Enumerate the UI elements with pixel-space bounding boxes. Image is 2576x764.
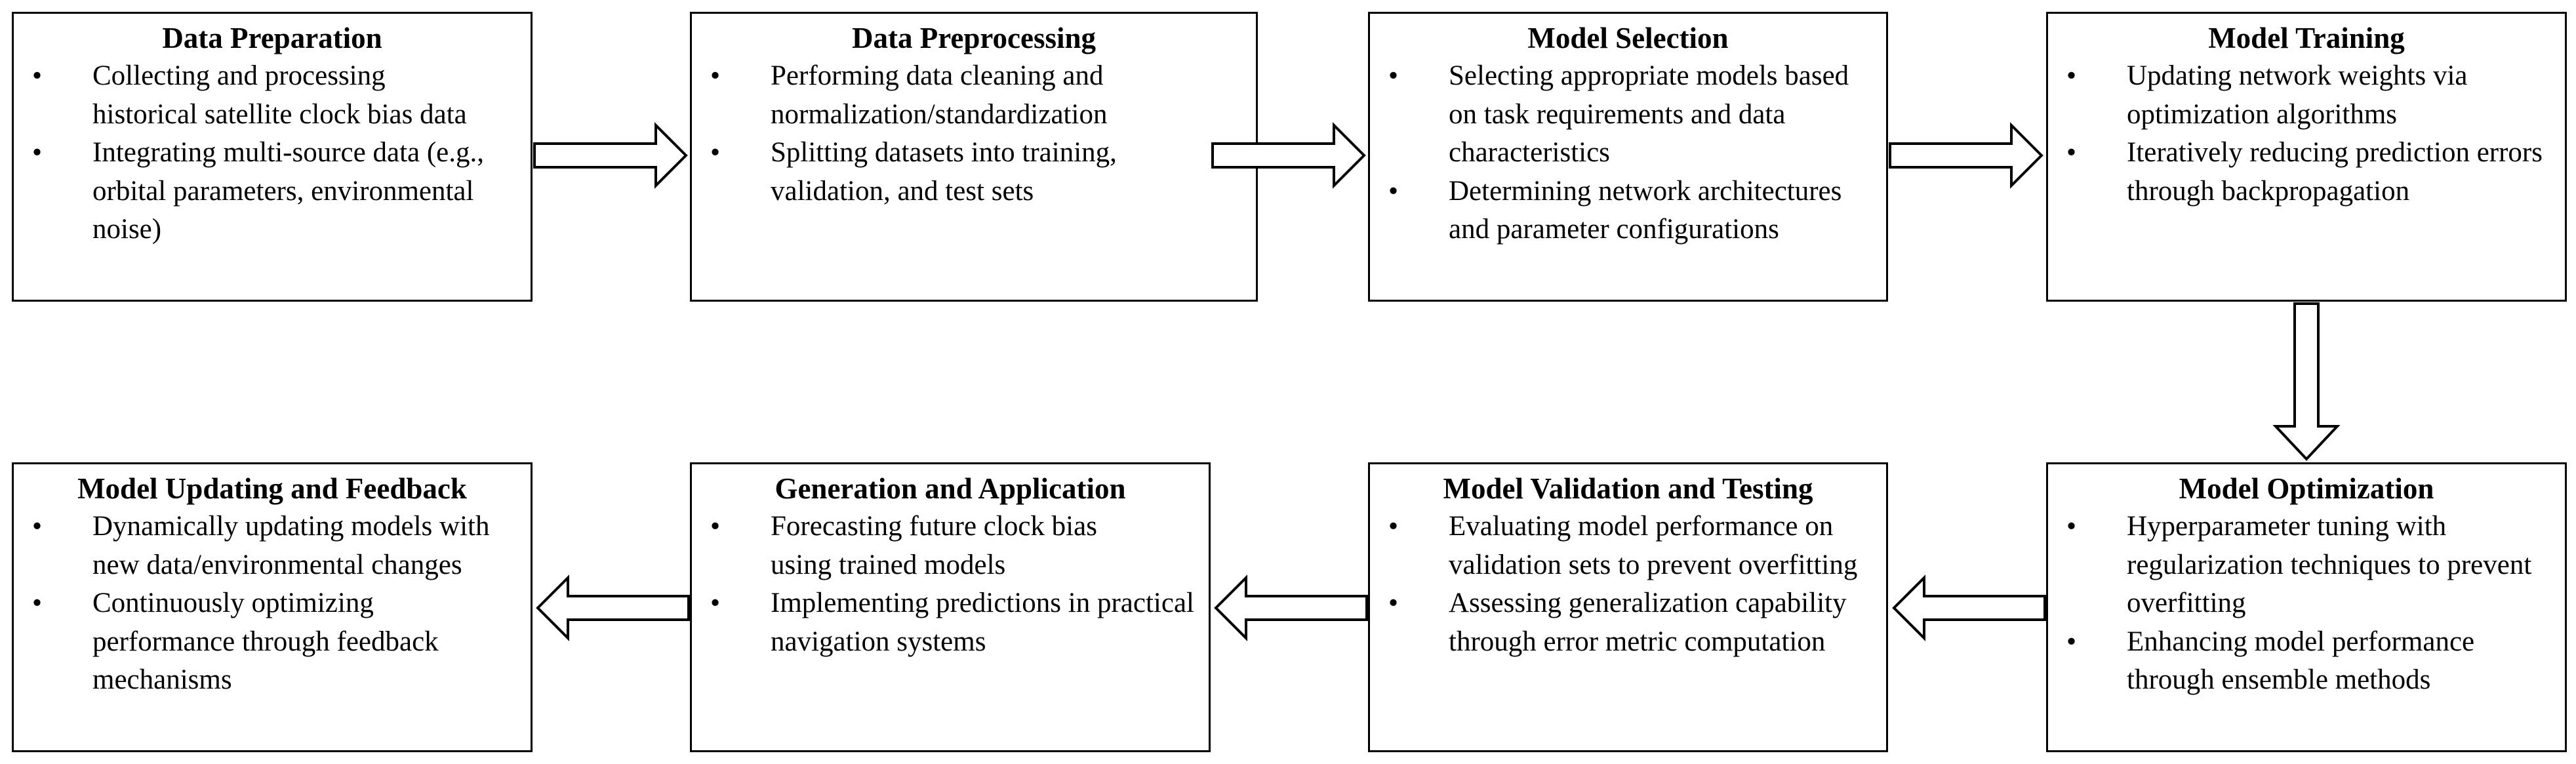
box-model-training: Model Training Updating network weights … — [2046, 12, 2567, 302]
box-title: Model Training — [2208, 22, 2405, 54]
bullet-item: Assessing generalization capability thro… — [1383, 584, 1873, 661]
bullet-item: Implementing predictions in practical na… — [705, 584, 1196, 661]
bullet-item: Enhancing model performance through ense… — [2061, 623, 2552, 700]
box-data-preparation: Data Preparation Collecting and processi… — [12, 12, 533, 302]
bullet-list: Performing data cleaning and normalizati… — [705, 57, 1243, 211]
bullet-list: Updating network weights via optimizatio… — [2061, 57, 2552, 211]
box-title: Data Preprocessing — [851, 22, 1097, 54]
bullet-item: Updating network weights via optimizatio… — [2061, 57, 2552, 134]
bullet-item: Continuously optimizing performance thro… — [27, 584, 517, 700]
arrow-left-1 — [1892, 574, 2046, 641]
bullet-item: Iteratively reducing prediction errors t… — [2061, 134, 2552, 211]
box-title: Model Optimization — [2179, 472, 2434, 505]
bullet-item: Integrating multi-source data (e.g., orb… — [27, 134, 517, 249]
box-title: Data Preparation — [162, 22, 382, 54]
bullet-list: Forecasting future clock bias using trai… — [705, 508, 1196, 661]
arrow-left-2 — [1214, 574, 1368, 641]
bullet-item: Evaluating model performance on validati… — [1383, 508, 1873, 584]
box-model-selection: Model Selection Selecting appropriate mo… — [1368, 12, 1888, 302]
bullet-item: Forecasting future clock bias using trai… — [705, 508, 1196, 584]
box-model-validation-testing: Model Validation and Testing Evaluating … — [1368, 462, 1888, 752]
box-title: Model Updating and Feedback — [77, 472, 467, 505]
box-model-updating-feedback: Model Updating and Feedback Dynamically … — [12, 462, 533, 752]
bullet-list: Selecting appropriate models based on ta… — [1383, 57, 1873, 249]
arrow-right-1 — [533, 122, 688, 189]
bullet-item: Performing data cleaning and normalizati… — [705, 57, 1243, 134]
arrow-right-2 — [1211, 122, 1366, 189]
bullet-item: Dynamically updating models with new dat… — [27, 508, 517, 584]
box-model-optimization: Model Optimization Hyperparameter tuning… — [2046, 462, 2567, 752]
box-title: Model Selection — [1527, 22, 1729, 54]
bullet-item: Determining network architectures and pa… — [1383, 172, 1873, 249]
bullet-list: Evaluating model performance on validati… — [1383, 508, 1873, 661]
box-generation-application: Generation and Application Forecasting f… — [690, 462, 1211, 752]
bullet-item: Selecting appropriate models based on ta… — [1383, 57, 1873, 172]
box-data-preprocessing: Data Preprocessing Performing data clean… — [690, 12, 1258, 302]
bullet-item: Collecting and processing historical sat… — [27, 57, 517, 134]
bullet-list: Hyperparameter tuning with regularizatio… — [2061, 508, 2552, 700]
bullet-item: Splitting datasets into training, valida… — [705, 134, 1243, 211]
bullet-list: Dynamically updating models with new dat… — [27, 508, 517, 700]
box-title: Model Validation and Testing — [1443, 472, 1813, 505]
box-title: Generation and Application — [775, 472, 1126, 505]
arrow-right-3 — [1889, 122, 2043, 189]
bullet-list: Collecting and processing historical sat… — [27, 57, 517, 249]
arrow-left-3 — [536, 574, 690, 641]
arrow-down-1 — [2272, 302, 2341, 461]
bullet-item: Hyperparameter tuning with regularizatio… — [2061, 508, 2552, 623]
